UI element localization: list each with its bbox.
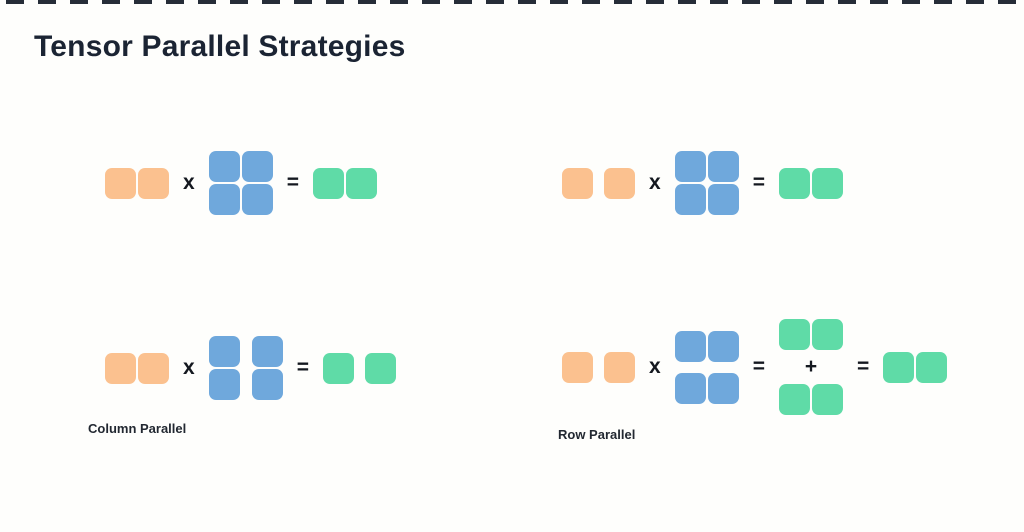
dashed-border-top: [6, 0, 1024, 4]
output-block: [811, 167, 843, 199]
weight-matrix-column-split: [208, 336, 283, 400]
input-matrix: [105, 167, 169, 199]
multiply-operator: x: [649, 171, 661, 194]
weight-block: [251, 369, 283, 400]
output-block: [345, 167, 377, 199]
plus-operator: +: [804, 355, 818, 378]
weight-matrix-row-split: [674, 330, 739, 404]
equals-operator: =: [296, 356, 309, 379]
output-block: [778, 319, 810, 350]
weight-block: [208, 336, 240, 367]
input-block: [604, 351, 635, 383]
multiply-operator: x: [183, 356, 195, 379]
weight-block: [674, 372, 706, 404]
output-matrix: [883, 351, 948, 383]
input-block: [105, 352, 136, 384]
weight-block: [251, 336, 283, 367]
weight-block: [707, 372, 739, 404]
output-matrix: [312, 167, 377, 199]
multiply-operator: x: [183, 171, 195, 194]
equals-operator: =: [856, 355, 870, 378]
output-block: [778, 167, 810, 199]
equals-operator: =: [752, 355, 765, 378]
row-parallel-label: Row Parallel: [558, 427, 636, 442]
output-block: [364, 352, 396, 384]
output-block: [916, 351, 948, 383]
input-matrix: [562, 351, 635, 383]
weight-matrix: [674, 151, 739, 215]
partial-output-matrix-1: [778, 319, 843, 350]
output-block: [322, 352, 354, 384]
weight-block: [707, 151, 739, 182]
weight-block: [241, 151, 273, 182]
weight-block: [241, 184, 273, 215]
partial-sums-stack: +: [778, 319, 843, 415]
input-block: [562, 351, 593, 383]
input-block: [562, 167, 593, 199]
weight-matrix: [208, 151, 273, 215]
equation-column-parallel: x =: [105, 336, 396, 400]
output-block: [811, 319, 843, 350]
weight-block: [208, 184, 240, 215]
input-block: [105, 167, 136, 199]
weight-block: [707, 330, 739, 362]
weight-block: [707, 184, 739, 215]
input-matrix: [105, 352, 169, 384]
output-block: [883, 351, 915, 383]
output-matrix-split: [322, 352, 396, 384]
output-block: [778, 384, 810, 415]
input-block: [138, 167, 169, 199]
output-matrix: [778, 167, 843, 199]
output-block: [811, 384, 843, 415]
input-block: [604, 167, 635, 199]
output-block: [312, 167, 344, 199]
weight-block: [208, 369, 240, 400]
weight-block: [674, 184, 706, 215]
equation-baseline-left: x =: [105, 151, 377, 215]
column-parallel-label: Column Parallel: [88, 421, 187, 436]
equation-baseline-right: x =: [562, 151, 843, 215]
weight-block: [208, 151, 240, 182]
input-matrix: [562, 167, 635, 199]
equation-row-parallel: x = + =: [562, 319, 948, 415]
weight-block: [674, 151, 706, 182]
input-block: [138, 352, 169, 384]
equals-operator: =: [286, 171, 299, 194]
partial-output-matrix-2: [778, 384, 843, 415]
multiply-operator: x: [649, 355, 661, 378]
weight-block: [674, 330, 706, 362]
page-title: Tensor Parallel Strategies: [34, 30, 406, 63]
equals-operator: =: [752, 171, 765, 194]
